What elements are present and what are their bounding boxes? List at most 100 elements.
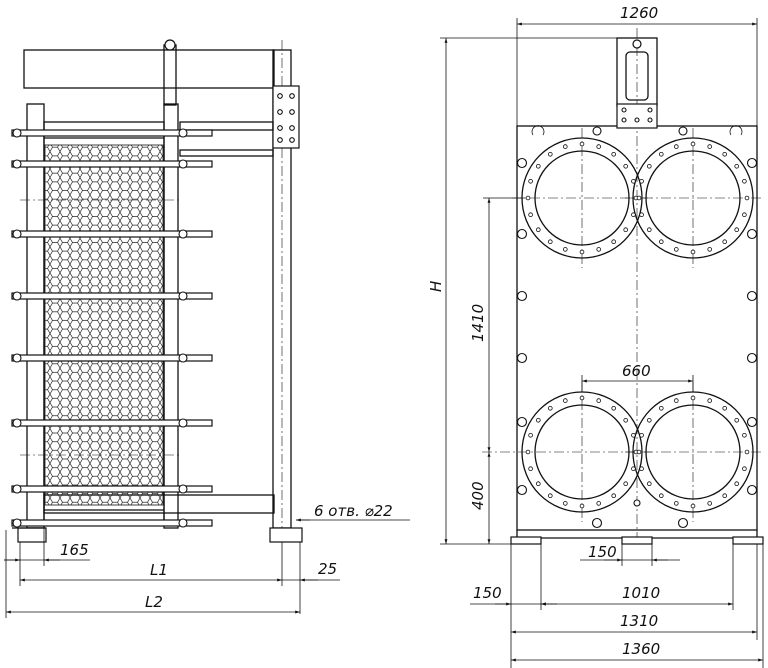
flange-bolt-hole [742, 212, 747, 218]
flange-bolt-hole [562, 398, 568, 403]
flange-bolt-hole [525, 195, 531, 201]
dim-1410: 1410 [469, 304, 487, 342]
plate-pattern [44, 144, 164, 506]
flange-bolt-hole [707, 398, 712, 403]
flange-bolt-hole [722, 239, 727, 245]
flange-bolt-hole [611, 405, 616, 411]
flange-bolt-hole [639, 466, 644, 472]
flange-bolt-hole [623, 227, 628, 233]
flange-bolt-hole [596, 501, 601, 506]
flange-bolt-hole [636, 195, 642, 201]
flange-bolt-hole [562, 144, 568, 149]
flange-bolt-holes [525, 141, 750, 509]
flange-bolt-hole [596, 144, 601, 149]
flange-bolt-hole [646, 227, 652, 233]
flange-bolt-hole [623, 481, 628, 487]
flange-bolt-hole [690, 141, 696, 147]
dim-660: 660 [622, 362, 651, 380]
flange-bolt-hole [690, 249, 696, 255]
dim-150-center: 150 [588, 543, 617, 561]
flange-bolt-hole [734, 481, 739, 487]
flange-bolt-hole [646, 417, 652, 423]
side-view: 6 отв. ⌀22 165 L1 25 L2 [4, 39, 410, 618]
foot-front-center [621, 536, 653, 545]
port-bottom-right [625, 382, 762, 522]
flange-bolt-hole [690, 503, 696, 509]
flange-bolt-hole [623, 164, 628, 169]
flange-bolt-hole [528, 179, 533, 184]
dim-25: 25 [318, 560, 337, 578]
flange-bolt-hole [631, 179, 636, 184]
top-carrying-bar [23, 49, 275, 89]
foot-column [269, 527, 303, 543]
flange-bolt-hole [658, 152, 664, 157]
flange-bolt-hole [596, 398, 601, 403]
flange-bolt-hole [579, 249, 585, 255]
flange-bolt-hole [579, 503, 585, 509]
flange-bolt-hole [658, 239, 664, 245]
flange-bolt-hole [547, 239, 553, 245]
flange-bolt-hole [673, 144, 679, 149]
dim-1310: 1310 [620, 612, 658, 630]
holes-note: 6 отв. ⌀22 [314, 502, 393, 520]
flange-bolt-hole [646, 164, 652, 169]
flange-bolt-hole [722, 152, 727, 157]
flange-bolt-hole [722, 405, 727, 411]
flange-bolt-hole [742, 466, 747, 472]
flange-bolt-hole [528, 212, 533, 218]
front-view: 1260 H 1410 400 660 150 150 [427, 4, 764, 668]
hanger-roller [163, 44, 177, 106]
fixed-frame-plate [26, 103, 45, 529]
dim-1360: 1360 [622, 640, 660, 658]
dim-150-left: 150 [473, 584, 502, 602]
flange-bolt-hole [742, 179, 747, 184]
flange-bolt-hole [639, 432, 644, 438]
dim-h: H [427, 281, 445, 292]
flange-bolt-hole [547, 152, 553, 157]
flange-bolt-hole [547, 493, 553, 499]
flange-bolt-hole [535, 227, 541, 233]
flange-bolt-hole [631, 212, 636, 218]
flange-bolt-hole [611, 152, 616, 157]
flange-bolt-hole [528, 466, 533, 472]
flange-bolt-hole [611, 239, 616, 245]
flange-bolt-hole [631, 432, 636, 438]
dim-1260: 1260 [620, 4, 658, 22]
flange-bolt-hole [673, 501, 679, 506]
tie-bolts [11, 128, 213, 528]
dim-165: 165 [60, 541, 89, 559]
flange-bolt-hole [707, 501, 712, 506]
flange-bolt-hole [639, 212, 644, 218]
dim-l1: L1 [150, 561, 168, 579]
flange-bolt-hole [535, 481, 541, 487]
flange-bolt-hole [734, 417, 739, 423]
dim-400: 400 [469, 481, 487, 510]
flange-bolt-hole [579, 395, 585, 401]
flange-bolt-hole [673, 247, 679, 252]
flange-bolt-hole [744, 195, 750, 201]
flange-bolt-hole [744, 449, 750, 455]
flange-bolt-hole [673, 398, 679, 403]
flange-bolt-hole [690, 395, 696, 401]
flange-bolt-hole [579, 141, 585, 147]
flange-bolt-hole [623, 417, 628, 423]
flange-bolt-hole [562, 247, 568, 252]
flange-bolt-hole [636, 449, 642, 455]
flange-bolt-hole [658, 405, 664, 411]
flange-bolt-hole [658, 493, 664, 499]
flange-bolt-hole [734, 164, 739, 169]
flange-bolt-hole [707, 247, 712, 252]
foot-front-right [732, 536, 764, 545]
flange-bolt-hole [535, 164, 541, 169]
pressure-plate [163, 103, 179, 529]
flange-bolt-hole [631, 466, 636, 472]
foot-left [17, 527, 47, 543]
front-tie-bolts [516, 157, 758, 529]
flange-bolt-hole [639, 179, 644, 184]
flange-bolt-hole [547, 405, 553, 411]
flange-bolt-hole [722, 493, 727, 499]
flange-bolt-hole [611, 493, 616, 499]
port-top-right [625, 128, 762, 268]
flange-bolt-hole [707, 144, 712, 149]
